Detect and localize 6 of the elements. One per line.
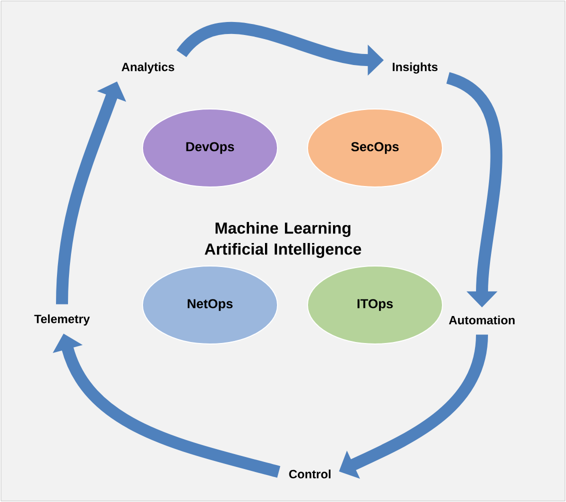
center-heading: Machine Learning Artificial Intelligence (204, 222, 362, 258)
step-label: Telemetry (34, 314, 90, 326)
step-label: Automation (448, 316, 515, 324)
step-label: Analytics (122, 62, 174, 74)
step-label: Insights (392, 62, 438, 74)
step-label: Control (289, 470, 330, 478)
